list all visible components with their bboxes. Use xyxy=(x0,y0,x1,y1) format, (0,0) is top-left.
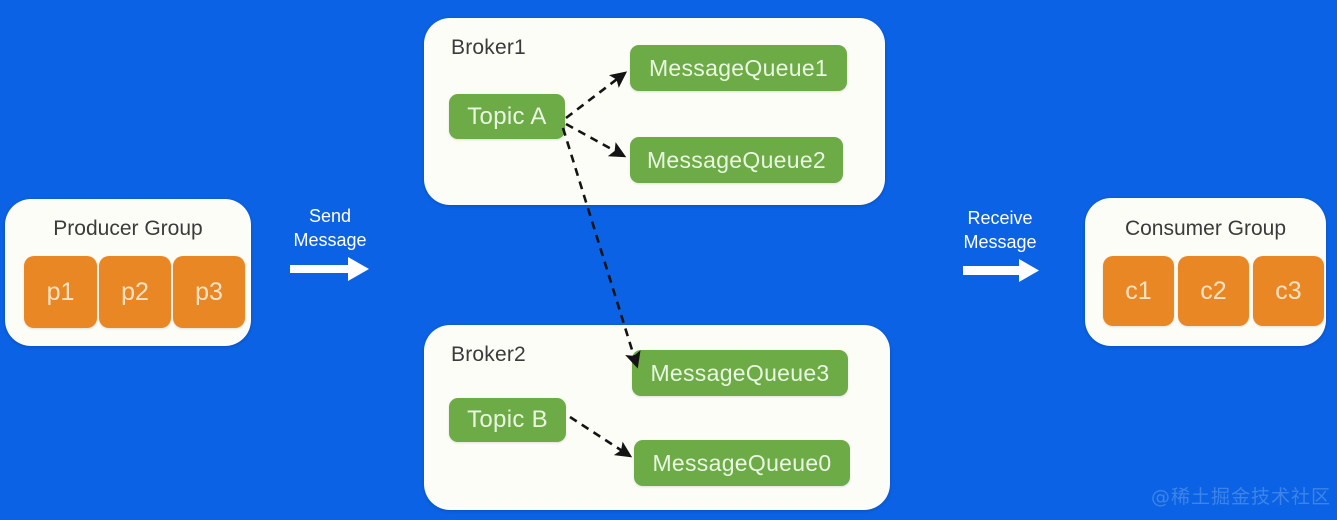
message-queue-2-box[interactable]: MessageQueue2 xyxy=(630,137,843,183)
topic-a-box[interactable]: Topic A xyxy=(449,94,565,139)
producer-group-title: Producer Group xyxy=(53,217,203,240)
send-message-label: Send Message xyxy=(272,204,388,252)
consumer-node-c3[interactable]: c3 xyxy=(1253,256,1324,326)
producer-group-panel: Producer Group p1 p2 p3 xyxy=(5,199,251,346)
producer-node-p3[interactable]: p3 xyxy=(173,256,245,328)
broker2-title: Broker2 xyxy=(451,343,526,366)
producer-node-p1[interactable]: p1 xyxy=(24,256,97,328)
broker1-panel: Broker1 Topic A MessageQueue1 MessageQue… xyxy=(424,18,885,205)
send-message-line2: Message xyxy=(293,230,367,250)
send-message-arrow-icon xyxy=(290,257,369,281)
message-queue-3-box[interactable]: MessageQueue3 xyxy=(632,350,848,396)
consumer-group-title: Consumer Group xyxy=(1124,217,1287,240)
broker2-panel: Broker2 Topic B MessageQueue3 MessageQue… xyxy=(424,325,890,510)
consumer-group-panel: Consumer Group c1 c2 c3 xyxy=(1085,198,1326,346)
consumer-node-c1[interactable]: c1 xyxy=(1103,256,1174,326)
watermark-label: @稀土掘金技术社区 xyxy=(1151,486,1332,508)
broker1-title: Broker1 xyxy=(451,36,526,59)
send-message-line1: Send xyxy=(308,206,352,226)
receive-message-label: Receive Message xyxy=(942,206,1058,254)
topic-b-box[interactable]: Topic B xyxy=(449,398,566,442)
receive-message-arrow-icon xyxy=(963,259,1039,282)
receive-message-line2: Message xyxy=(963,232,1037,252)
receive-message-line1: Receive xyxy=(967,208,1033,228)
message-queue-0-box[interactable]: MessageQueue0 xyxy=(634,440,850,486)
consumer-node-c2[interactable]: c2 xyxy=(1178,256,1249,326)
producer-node-p2[interactable]: p2 xyxy=(99,256,171,328)
message-queue-1-box[interactable]: MessageQueue1 xyxy=(630,45,847,91)
